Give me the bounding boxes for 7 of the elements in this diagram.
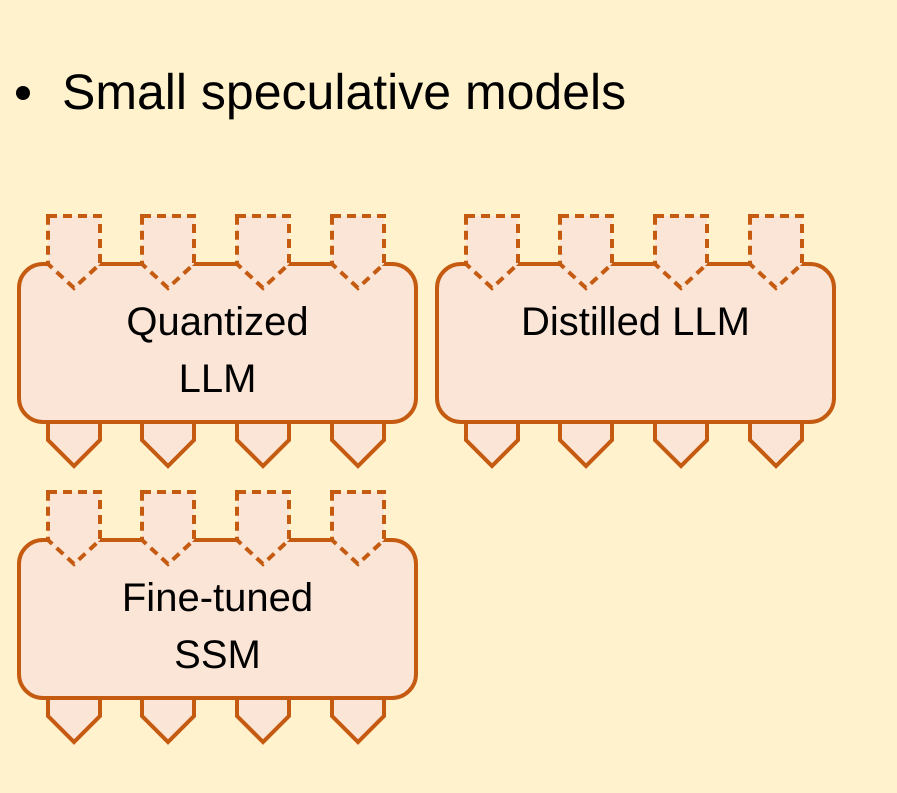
model-box [17, 538, 418, 700]
model-name: Fine-tuned SSM [120, 575, 314, 679]
bullet-point: Small speculative models [62, 63, 626, 122]
model-name: Quantized LLM [125, 299, 310, 403]
model-box [435, 262, 836, 424]
model-name: Distilled LLM [520, 299, 751, 346]
model-box [17, 262, 418, 424]
